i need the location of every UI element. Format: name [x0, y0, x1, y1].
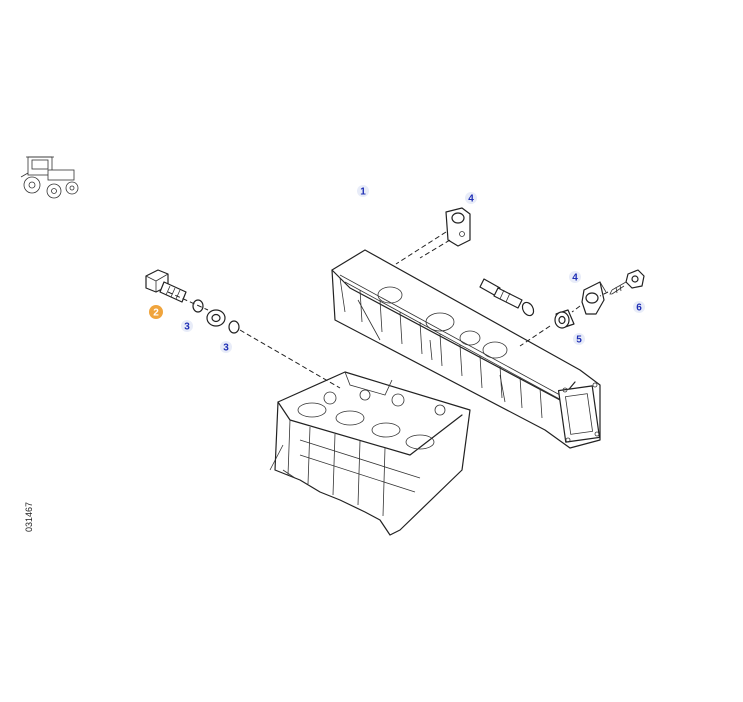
svg-text:4: 4	[468, 194, 474, 205]
svg-text:1: 1	[360, 187, 366, 198]
callout-part-2[interactable]: 2	[149, 305, 163, 319]
callout-part-6[interactable]: 6	[633, 301, 645, 314]
pipe-part-1	[206, 192, 535, 327]
clamp-part-4-upper	[445, 207, 471, 247]
callout-part-4-upper[interactable]: 4	[465, 192, 477, 205]
cylinder-head	[269, 371, 471, 536]
tractor-icon	[20, 156, 79, 199]
callout-part-1[interactable]: 1	[357, 185, 369, 198]
spacer-part-5	[554, 309, 575, 329]
svg-text:3: 3	[184, 322, 190, 333]
svg-text:6: 6	[636, 303, 642, 314]
callout-part-4-right[interactable]: 4	[569, 271, 581, 284]
svg-text:3: 3	[223, 343, 229, 354]
drawing-code: 031467	[24, 502, 34, 532]
screw-part-6	[609, 269, 645, 295]
callout-part-3-left[interactable]: 3	[181, 320, 193, 333]
clamp-part-4-right	[581, 281, 607, 315]
sealing-washer-part-3b	[228, 320, 240, 334]
callout-part-5[interactable]: 5	[573, 333, 585, 346]
banjo-bolt-part-2	[145, 269, 187, 303]
intake-manifold	[331, 249, 601, 449]
svg-text:4: 4	[572, 273, 578, 284]
assembly-leader-lines	[167, 231, 609, 389]
sealing-washer-part-3a	[192, 299, 204, 313]
svg-text:5: 5	[576, 335, 582, 346]
svg-text:2: 2	[153, 308, 159, 319]
callout-part-3-right[interactable]: 3	[220, 341, 232, 354]
